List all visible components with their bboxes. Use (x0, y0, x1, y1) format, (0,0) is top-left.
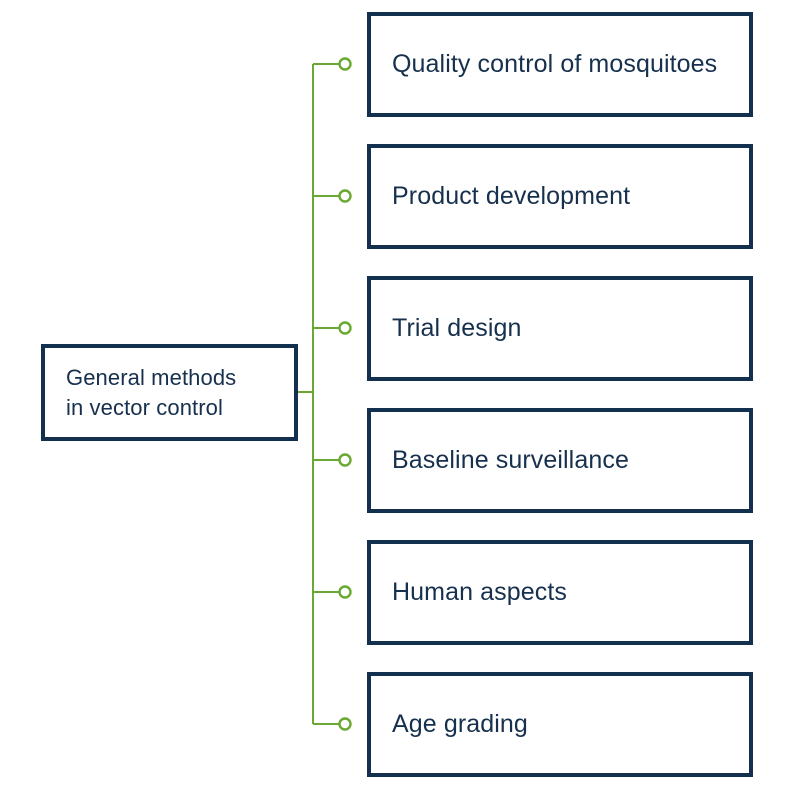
child-node-label: Quality control of mosquitoes (392, 50, 718, 79)
branch-endpoint-circle-5 (338, 585, 352, 599)
child-node-label: Product development (392, 182, 631, 211)
child-node-human-aspects[interactable]: Human aspects (367, 540, 753, 645)
child-node-quality-control-of-mosquitoes[interactable]: Quality control of mosquitoes (367, 12, 753, 117)
child-node-age-grading[interactable]: Age grading (367, 672, 753, 777)
child-node-label: Age grading (392, 710, 528, 739)
branch-endpoint-circle-1 (338, 57, 352, 71)
root-node-label: General methods in vector control (66, 365, 237, 420)
child-node-label: Baseline surveillance (392, 446, 629, 475)
branch-endpoint-circle-4 (338, 453, 352, 467)
child-node-product-development[interactable]: Product development (367, 144, 753, 249)
branch-endpoint-circle-6 (338, 717, 352, 731)
child-node-label: Human aspects (392, 578, 567, 607)
root-node-general-methods[interactable]: General methods in vector control (41, 344, 298, 441)
child-node-trial-design[interactable]: Trial design (367, 276, 753, 381)
child-node-label: Trial design (392, 314, 522, 343)
branch-endpoint-circle-3 (338, 321, 352, 335)
branch-endpoint-circle-2 (338, 189, 352, 203)
child-node-baseline-surveillance[interactable]: Baseline surveillance (367, 408, 753, 513)
